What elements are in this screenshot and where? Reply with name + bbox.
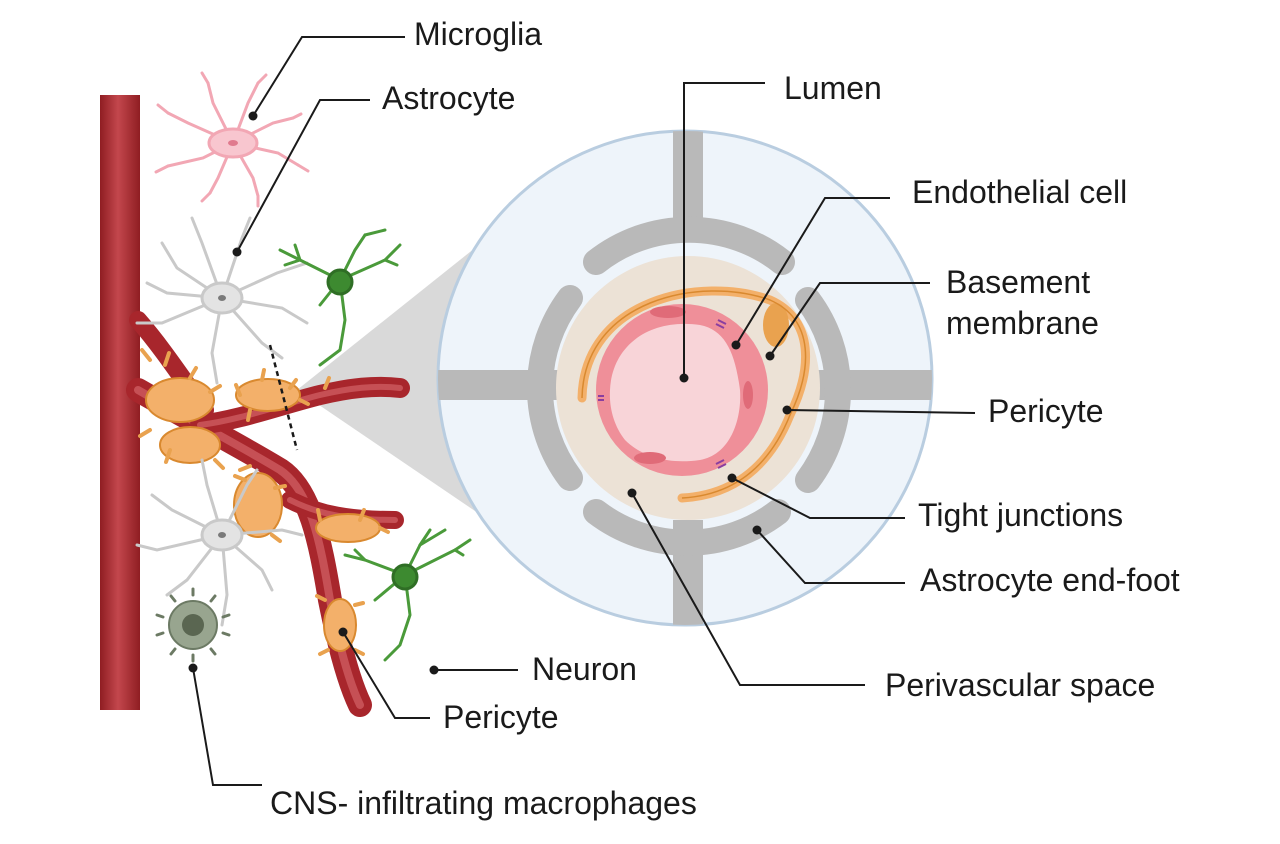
label-neuron: Neuron — [532, 651, 637, 687]
section-cut-line — [268, 344, 299, 451]
tight-junction-marks — [598, 319, 727, 469]
label-microglia: Microglia — [414, 16, 543, 52]
neuron-upper — [278, 228, 402, 367]
lumen-area — [609, 323, 741, 462]
neuron-lower — [343, 528, 472, 662]
endothelial-nuclei — [634, 306, 753, 464]
microglia-cell — [154, 71, 310, 208]
label-cns-infiltrating-macrophages: CNS- infiltrating macrophages — [270, 785, 697, 821]
basement-membrane-outline — [581, 290, 807, 499]
pericytes-on-vessels — [145, 377, 381, 652]
macrophage-cell — [155, 587, 231, 663]
label-basement-membrane: Basement membrane — [946, 264, 1099, 341]
label-endothelial-cell: Endothelial cell — [912, 174, 1128, 210]
label-pericyte-left: Pericyte — [443, 699, 559, 735]
main-blood-vessel — [100, 95, 140, 710]
label-pericyte-right: Pericyte — [988, 393, 1104, 429]
leader-dots — [188, 111, 792, 675]
label-astrocyte: Astrocyte — [382, 80, 516, 116]
astrocyte-lower — [135, 458, 304, 627]
label-astrocyte-end-foot: Astrocyte end-foot — [920, 562, 1180, 598]
label-tight-junctions: Tight junctions — [918, 497, 1124, 533]
label-perivascular-space: Perivascular space — [885, 667, 1156, 703]
astrocyte-upper — [135, 216, 309, 385]
label-lumen: Lumen — [784, 70, 882, 106]
leader-lines — [192, 36, 976, 786]
